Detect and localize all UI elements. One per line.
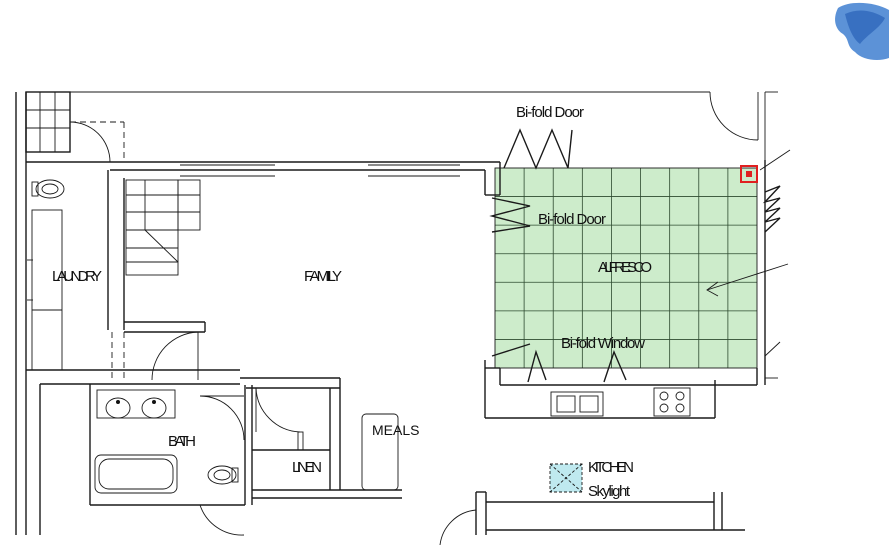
room-label-meals: MEALS [372, 422, 419, 438]
room-label-linen: LINEN [292, 459, 322, 476]
bifold-door-top-label: Bi-fold Door [516, 104, 584, 121]
bifold-door-left-label: Bi-fold Door [538, 211, 606, 228]
toilet-icon [31, 179, 65, 199]
bifold-window-icon [491, 343, 627, 383]
alfresco-area [494, 167, 758, 369]
room-label-bath: BATH [168, 433, 196, 450]
skylight-label: Skylight [588, 483, 631, 500]
bifold-door-left-icon [489, 197, 531, 233]
room-label-family: FAMILY [304, 268, 342, 285]
skylight-icon [549, 463, 583, 493]
watercolor-blob-icon [835, 2, 889, 61]
vanity-basins-icon [96, 389, 176, 419]
walls [15, 91, 778, 546]
pointer-line-icon [706, 149, 791, 297]
bifold-door-top-icon [503, 128, 573, 170]
bifold-door-right-icon [762, 185, 781, 357]
room-label-alfresco: ALFRESCO [598, 259, 652, 276]
room-label-kitchen: KITCHEN [588, 459, 634, 476]
room-label-laundry: LAUNDRY [52, 268, 102, 285]
meals-table [361, 413, 399, 491]
red-marker-icon [740, 165, 758, 183]
bifold-window-label: Bi-fold Window [561, 335, 645, 352]
toilet-icon [207, 465, 239, 485]
